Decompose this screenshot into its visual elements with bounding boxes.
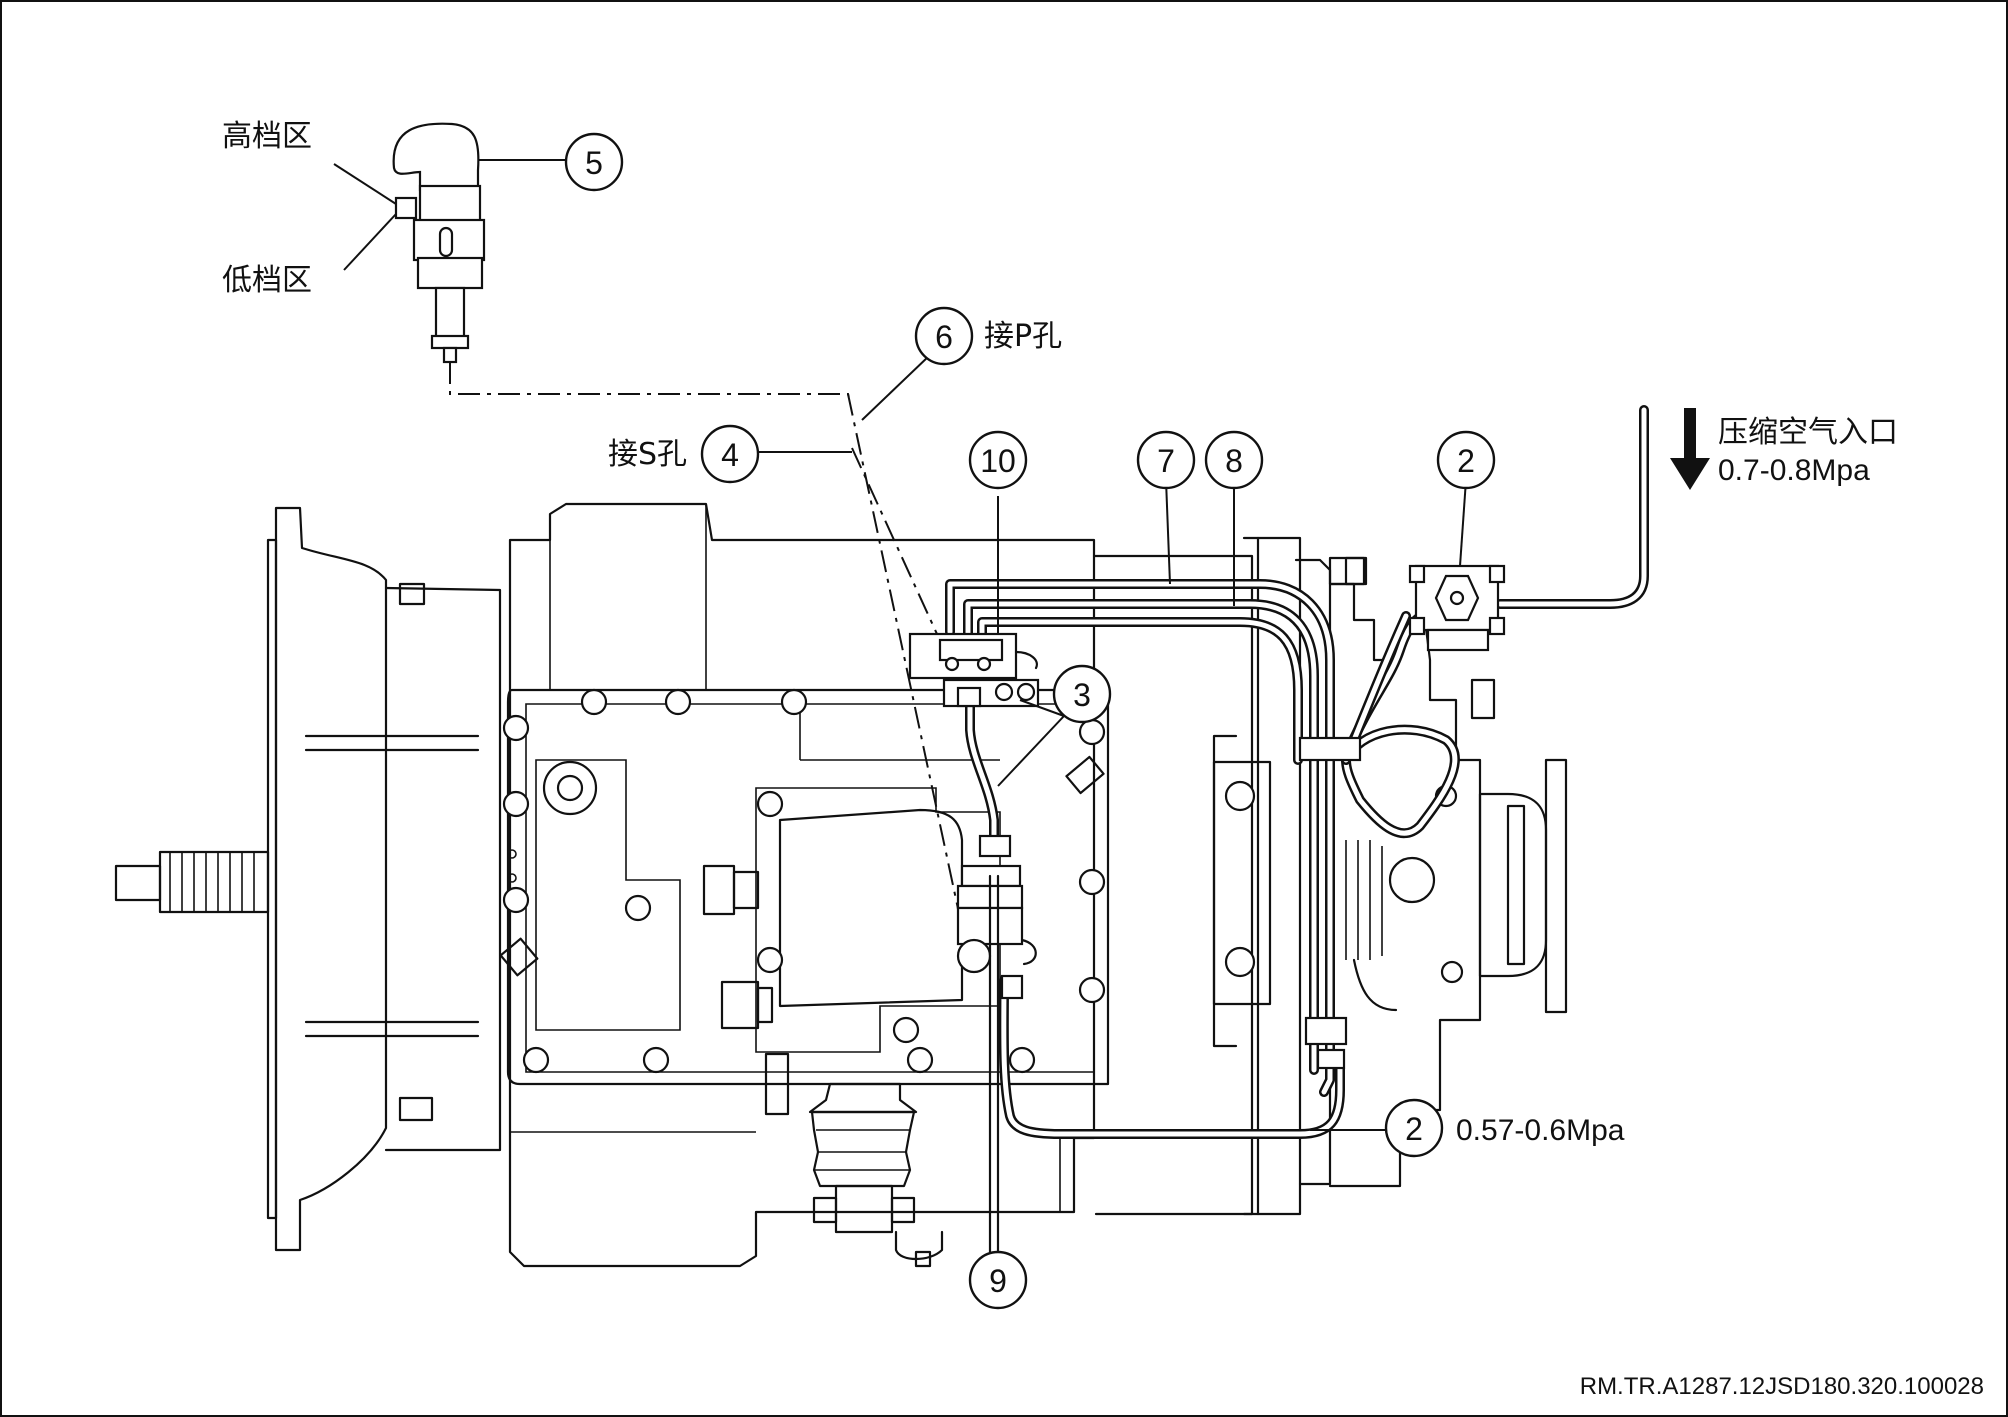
leader-7 bbox=[1165, 479, 1171, 585]
leader-low-range bbox=[343, 213, 397, 271]
callout-4: 4 bbox=[700, 424, 760, 484]
callout-2-bottom: 2 bbox=[1384, 1098, 1444, 1158]
callout-9-label: 9 bbox=[989, 1263, 1007, 1299]
regulated-pressure-label: 0.57-0.6Mpa bbox=[1456, 1114, 1625, 1147]
callout-8: 8 bbox=[1204, 430, 1264, 490]
air-inlet-arrow-icon bbox=[1670, 408, 1710, 490]
shift-tower-boot bbox=[808, 1082, 944, 1268]
leader-2-top bbox=[1459, 479, 1467, 567]
callout-3: 3 bbox=[1052, 664, 1112, 724]
leader-high-range bbox=[333, 163, 397, 205]
cover-dot bbox=[507, 849, 517, 859]
callout-4-label: 4 bbox=[721, 437, 739, 473]
callout-5: 5 bbox=[564, 132, 624, 192]
callout-7: 7 bbox=[1136, 430, 1196, 490]
leader-3 bbox=[1019, 699, 1065, 717]
callout-2-bottom-label: 2 bbox=[1405, 1111, 1423, 1147]
callout-3-label: 3 bbox=[1073, 677, 1091, 713]
callout-5-label: 5 bbox=[585, 145, 603, 181]
callout-9: 9 bbox=[968, 1250, 1028, 1310]
callout-2-top: 2 bbox=[1436, 430, 1496, 490]
clutch-housing bbox=[114, 506, 502, 1252]
callout-7-label: 7 bbox=[1157, 443, 1175, 479]
air-hoses bbox=[945, 405, 1649, 1139]
high-range-label: 高档区 bbox=[222, 119, 312, 154]
reference-code: RM.TR.A1287.12JSD180.320.100028 bbox=[1580, 1373, 1984, 1400]
control-line-s-down bbox=[847, 393, 961, 919]
air-inlet-label: 压缩空气入口 bbox=[1718, 415, 1898, 450]
shift-knob bbox=[392, 122, 486, 364]
callout-8-label: 8 bbox=[1225, 443, 1243, 479]
range-valve bbox=[956, 834, 1037, 1264]
low-range-label: 低档区 bbox=[222, 263, 312, 298]
callout-6: 6 bbox=[914, 306, 974, 366]
control-line-s bbox=[449, 362, 851, 403]
cover-dot bbox=[507, 873, 517, 883]
hose-clamps bbox=[1298, 736, 1362, 1070]
side-connectors bbox=[702, 755, 1105, 1116]
leader-3b bbox=[997, 715, 1065, 787]
air-inlet-pressure-label: 0.7-0.8Mpa bbox=[1718, 454, 1870, 487]
callout-6-label: 6 bbox=[935, 319, 953, 355]
callout-10: 10 bbox=[968, 430, 1028, 490]
leader-6 bbox=[861, 354, 931, 421]
air-filter-regulator bbox=[1408, 564, 1506, 652]
cover-bolts bbox=[499, 688, 1106, 1074]
connect-p-label: 接P孔 bbox=[984, 319, 1062, 354]
callout-10-label: 10 bbox=[980, 443, 1016, 479]
double-h-valve bbox=[908, 632, 1040, 708]
connect-s-label: 接S孔 bbox=[608, 437, 687, 472]
callout-2-top-label: 2 bbox=[1457, 443, 1475, 479]
